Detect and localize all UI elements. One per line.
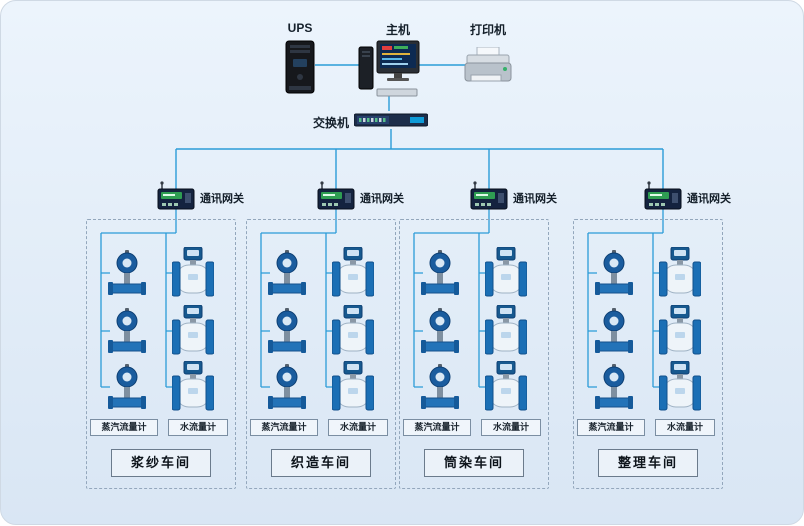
steam-flowmeter-icon: [268, 307, 306, 355]
steam-meter-label: 蒸汽流量计: [403, 419, 471, 436]
steam-meter-label: 蒸汽流量计: [90, 419, 158, 436]
steam-flowmeter-icon: [595, 307, 633, 355]
workshop-group: 通讯网关 蒸汽流量计 水流量计 浆纱车间: [86, 181, 244, 493]
gateway-label: 通讯网关: [687, 193, 731, 205]
steam-flowmeter-icon: [108, 249, 146, 297]
steam-flowmeter-icon: [108, 307, 146, 355]
workshop-name: 浆纱车间: [111, 449, 211, 477]
workshop-name: 织造车间: [271, 449, 371, 477]
water-flowmeter-icon: [172, 247, 214, 299]
water-flowmeter-icon: [172, 361, 214, 413]
water-flowmeter-icon: [659, 305, 701, 357]
gateway-icon: [154, 181, 198, 211]
group-wiring: [587, 209, 664, 388]
water-flowmeter-icon: [332, 361, 374, 413]
steam-flowmeter-icon: [108, 363, 146, 411]
gateway-icon: [314, 181, 358, 211]
water-flowmeter-icon: [485, 361, 527, 413]
workshop-group: 通讯网关 蒸汽流量计 水流量计 织造车间: [246, 181, 404, 493]
printer-label: 打印机: [469, 23, 506, 37]
water-flowmeter-icon: [485, 247, 527, 299]
steam-flowmeter-icon: [595, 249, 633, 297]
gateway-icon: [641, 181, 685, 211]
gateway-icon: [467, 181, 511, 211]
steam-flowmeter-icon: [421, 363, 459, 411]
switch-label: 交换机: [312, 116, 349, 130]
water-flowmeter-icon: [485, 305, 527, 357]
workshop-boundary: [399, 219, 549, 489]
water-flowmeter-icon: [172, 305, 214, 357]
workshop-name: 筒染车间: [424, 449, 524, 477]
water-meter-label: 水流量计: [168, 419, 228, 436]
workshop-boundary: [86, 219, 236, 489]
steam-flowmeter-icon: [268, 363, 306, 411]
water-meter-label: 水流量计: [481, 419, 541, 436]
ups-label: UPS: [287, 21, 313, 35]
steam-flowmeter-icon: [421, 249, 459, 297]
workshop-name: 整理车间: [598, 449, 698, 477]
steam-flowmeter-icon: [421, 307, 459, 355]
water-flowmeter-icon: [659, 361, 701, 413]
steam-flowmeter-icon: [268, 249, 306, 297]
water-meter-label: 水流量计: [655, 419, 715, 436]
workshop-boundary: [246, 219, 396, 489]
group-wiring: [413, 209, 490, 388]
host-label: 主机: [385, 23, 410, 37]
steam-meter-label: 蒸汽流量计: [250, 419, 318, 436]
workshop-group: 通讯网关 蒸汽流量计 水流量计 整理车间: [573, 181, 731, 493]
steam-flowmeter-icon: [595, 363, 633, 411]
host-computer-icon: [358, 40, 420, 97]
gateway-label: 通讯网关: [513, 193, 557, 205]
steam-meter-label: 蒸汽流量计: [577, 419, 645, 436]
group-wiring: [260, 209, 337, 388]
water-flowmeter-icon: [332, 247, 374, 299]
printer-icon: [464, 47, 512, 82]
gateway-label: 通讯网关: [360, 193, 404, 205]
gateway-label: 通讯网关: [200, 193, 244, 205]
water-flowmeter-icon: [659, 247, 701, 299]
ups-tower-icon: [285, 40, 315, 94]
group-wiring: [100, 209, 177, 388]
network-switch-icon: [354, 113, 428, 127]
water-flowmeter-icon: [332, 305, 374, 357]
water-meter-label: 水流量计: [328, 419, 388, 436]
workshop-boundary: [573, 219, 723, 489]
workshop-group: 通讯网关 蒸汽流量计 水流量计 筒染车间: [399, 181, 557, 493]
